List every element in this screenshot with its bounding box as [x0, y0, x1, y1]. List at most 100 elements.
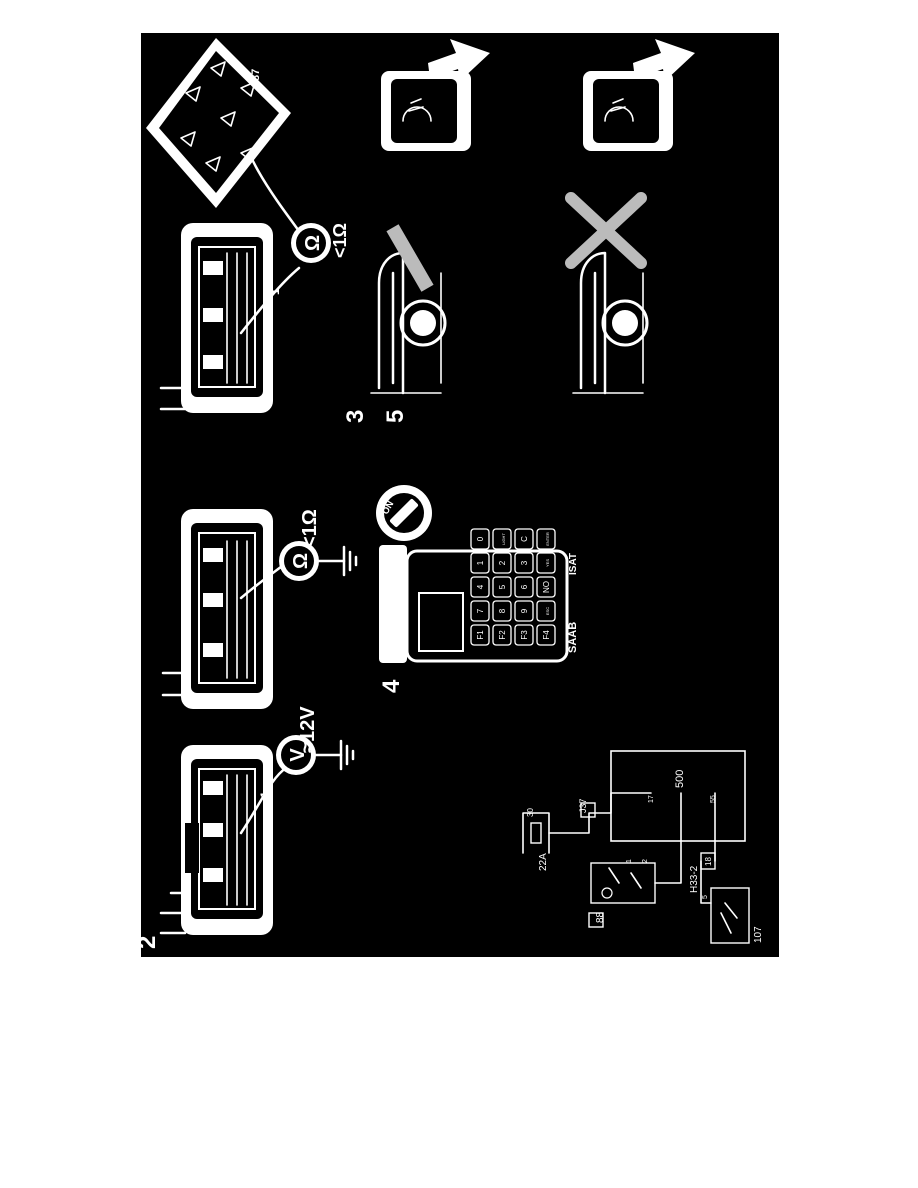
tester-display — [418, 592, 464, 652]
cu-pin-b: 55 — [710, 795, 717, 803]
fog-light-button-on — [381, 71, 471, 151]
tester-key — [514, 624, 534, 646]
tester-model: ISAT — [568, 553, 579, 575]
h33-pin-label: 18 — [704, 857, 713, 866]
connector-housing — [159, 223, 273, 413]
tester-key-label: 0 — [476, 536, 485, 541]
tester-key-label: C — [520, 536, 529, 542]
connector-housing — [159, 745, 273, 935]
connector-housing — [161, 509, 273, 709]
tester-key — [536, 528, 556, 550]
resistance-reading: <1Ω — [299, 509, 321, 548]
tester-key-label: 1 — [476, 560, 485, 565]
voltage-reading: ≈12V — [297, 706, 319, 753]
tester-key — [492, 552, 512, 574]
step-number-2: 2 — [141, 936, 161, 949]
fuse-box-label: 22A — [538, 853, 549, 871]
connector-j37 — [580, 802, 596, 818]
fog-light-button-off — [583, 71, 673, 151]
tester-key-label: F1 — [476, 630, 485, 640]
switch-wire — [700, 860, 712, 904]
switch-pin-label: 5 — [702, 895, 709, 899]
cross-mark — [565, 192, 647, 269]
fuse-box-22a: 22A 30 — [522, 808, 550, 871]
tester-key — [492, 600, 512, 622]
step-number-3: 3 — [342, 410, 369, 423]
ignition-switch: ON — [376, 485, 432, 541]
meter-symbol: V — [287, 748, 309, 762]
tester-key-label: F2 — [498, 630, 507, 640]
tester-key-label: LIGHT — [501, 533, 506, 545]
tester-key-label: 2 — [498, 560, 507, 565]
relay-label: 88 — [595, 911, 606, 923]
tester-key-label: 5 — [498, 584, 507, 589]
tester-key — [536, 576, 556, 598]
tester-key — [514, 552, 534, 574]
step-number-4: 4 — [378, 679, 405, 693]
pin-number: 2 — [262, 571, 276, 578]
ground-symbol — [314, 739, 355, 771]
fog-light-beam — [386, 224, 434, 292]
tester-key — [470, 600, 490, 622]
tester-key — [514, 576, 534, 598]
step-3-ground-resistance: 2 Ω <1Ω — [161, 509, 358, 709]
relay-wire — [654, 792, 682, 884]
tester-key-label: F3 — [520, 630, 529, 640]
tester-key-label: 6 — [520, 584, 529, 589]
tester-brand: SAAB — [567, 622, 579, 653]
tester-key-label: 7 — [476, 608, 485, 613]
step-number-5: 5 — [382, 410, 409, 423]
ground-symbol — [317, 545, 358, 577]
tester-key-label: ESC — [545, 607, 550, 615]
tester-key-label: 4 — [476, 584, 485, 589]
probe-lead — [239, 766, 288, 835]
circuit-diagram: 22A 30 J37 88 1 2 18 H33-2 5 107 50 — [522, 750, 764, 944]
step-2-voltage-check: 2 1 V ≈12V — [141, 706, 355, 949]
meter-symbol: Ω — [302, 235, 324, 251]
control-unit-label: 500 — [674, 770, 686, 788]
fog-lamp-symbol — [588, 912, 604, 928]
switch-label: 107 — [753, 926, 764, 943]
tester-key — [470, 552, 490, 574]
fuse-pin-label: 30 — [526, 808, 535, 817]
tester-key — [492, 624, 512, 646]
press-arrow — [428, 39, 490, 81]
tester-key-label: 9 — [520, 608, 529, 613]
tester-key — [470, 576, 490, 598]
tester-key-label: YES — [545, 559, 550, 567]
tester-key — [470, 528, 490, 550]
pin-number: 1 — [268, 288, 282, 295]
meter-symbol: Ω — [290, 553, 312, 569]
tester-key-label: NO — [542, 581, 551, 593]
relay-terminal-label: 87 — [250, 69, 262, 81]
relay-pin-a: 1 — [626, 859, 633, 863]
cu-pin-a: 17 — [648, 795, 655, 803]
tester-key-label: 3 — [520, 560, 529, 565]
switch-107: 5 107 — [702, 887, 764, 944]
h33-label: H33-2 — [689, 865, 700, 893]
diagram-canvas: 2 1 V ≈12V — [141, 38, 764, 949]
resistance-reading: <1Ω — [330, 223, 350, 258]
tester-key — [536, 600, 556, 622]
car-front-fail — [565, 192, 649, 395]
pin-number: 1 — [258, 791, 272, 798]
probe-lead — [239, 266, 301, 335]
tester-key — [536, 624, 556, 646]
diagram-panel: 2 1 V ≈12V — [141, 33, 779, 957]
tester-key — [492, 576, 512, 598]
tester-key — [514, 600, 534, 622]
relay-socket — [146, 38, 291, 208]
step-3-relay-resistance: 3 1 Ω <1Ω 87 — [146, 38, 369, 423]
feed-wire — [548, 792, 652, 834]
tester-key — [514, 528, 534, 550]
car-front-ok — [370, 224, 447, 395]
step-5-button-test: 5 — [370, 39, 695, 423]
tester-key-label: ENTER — [545, 532, 550, 546]
relay-pin-b: 2 — [642, 859, 649, 863]
tester-key — [536, 552, 556, 574]
press-arrow — [633, 39, 695, 81]
tester-key — [492, 528, 512, 550]
